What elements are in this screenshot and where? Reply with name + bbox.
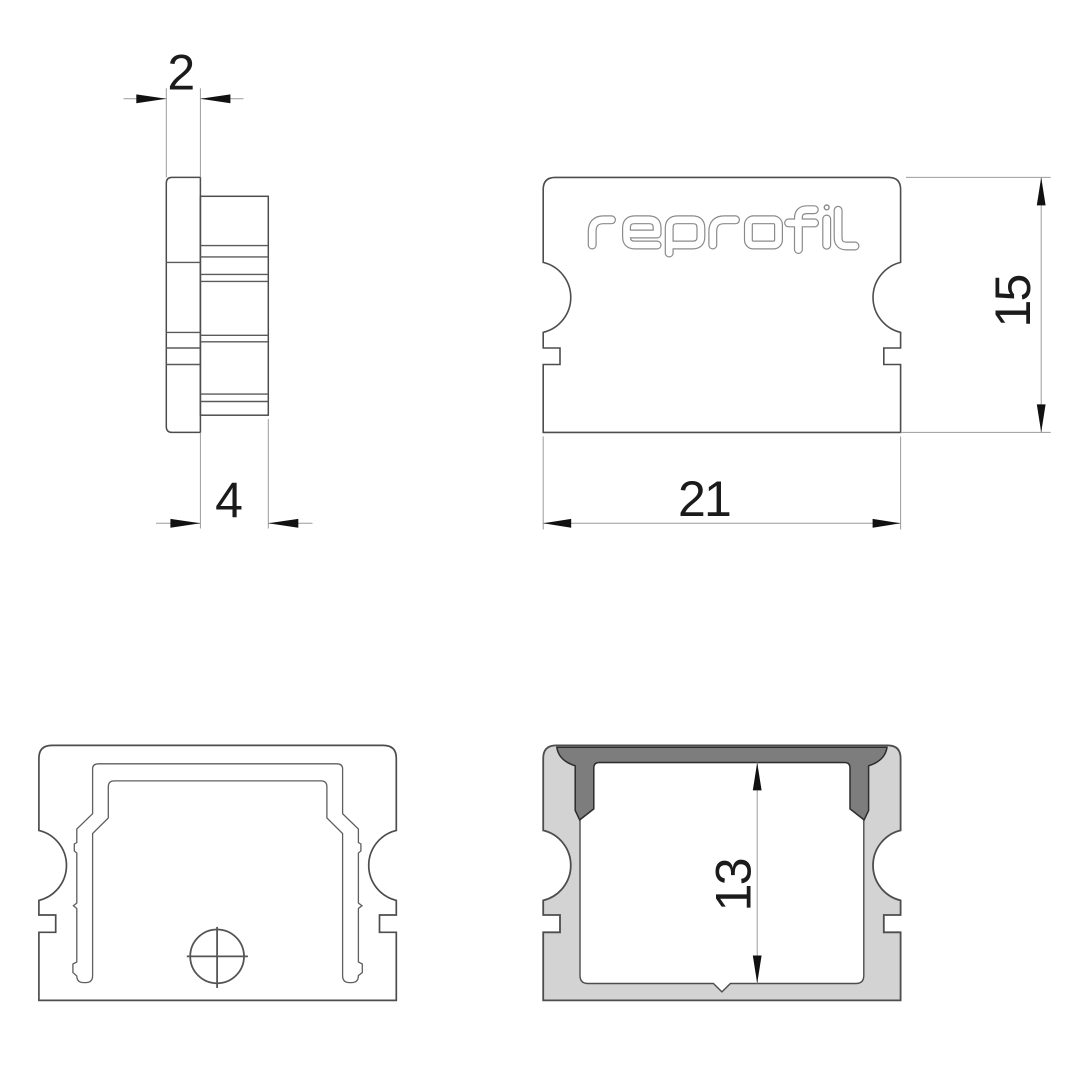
svg-text:4: 4 [215,473,243,529]
svg-text:21: 21 [678,471,730,527]
svg-text:15: 15 [985,275,1041,327]
svg-text:13: 13 [706,859,762,911]
svg-text:2: 2 [167,45,195,101]
